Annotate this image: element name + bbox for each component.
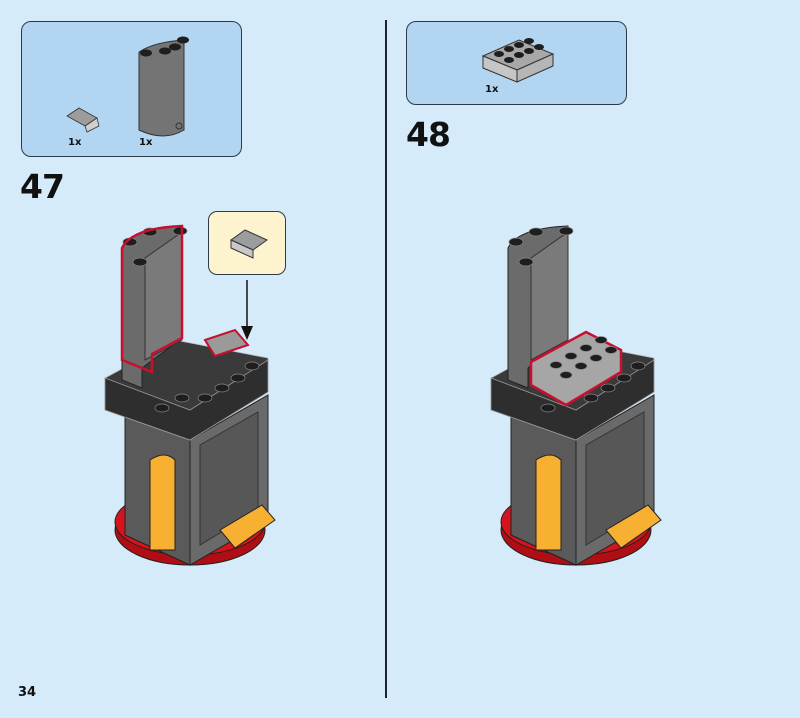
slope-brick-callout-image (230, 229, 268, 259)
step-47-model-image (104, 224, 276, 566)
step-number: 48 (406, 115, 451, 154)
part-quantity: 1x (485, 84, 499, 95)
step-number: 47 (20, 167, 65, 206)
brick-2x4-part-image (481, 38, 555, 83)
slope-brick-part-image (66, 107, 100, 133)
page-number: 34 (18, 685, 37, 700)
cylinder-panel-part-image (138, 36, 189, 137)
part-quantity: 1x (68, 137, 82, 148)
step-48-model-image (490, 225, 662, 566)
parts-list-box: 1x 1x (21, 21, 242, 157)
parts-list-box: 1x (406, 21, 627, 105)
part-quantity: 1x (139, 137, 153, 148)
callout-box (208, 211, 286, 275)
step-divider (385, 20, 387, 698)
